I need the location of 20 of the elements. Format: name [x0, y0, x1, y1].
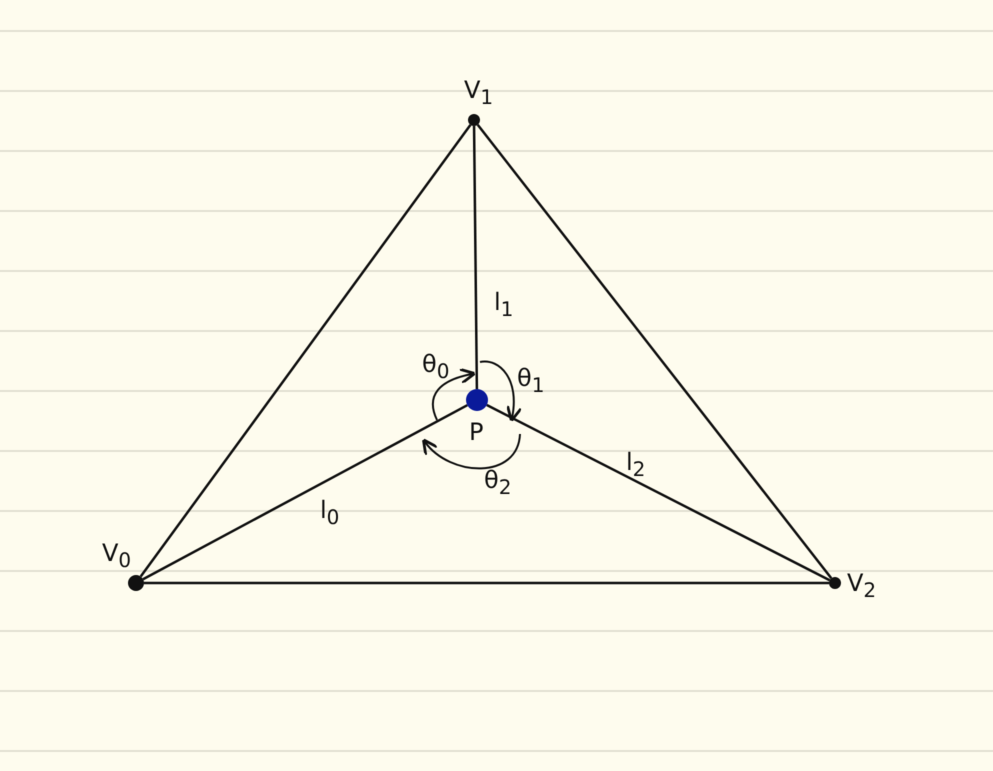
point-label: V$_{1}$ — [464, 78, 494, 107]
point-dot — [829, 577, 841, 589]
point-label: V$_{0}$ — [102, 541, 132, 570]
point-dot — [128, 575, 144, 591]
line-segment — [142, 404, 468, 580]
line-segment — [486, 404, 830, 582]
point-dot — [466, 389, 488, 411]
edge-label: l$_{0}$ — [320, 498, 340, 527]
point-dot — [468, 114, 480, 126]
angle-label: θ$_{2}$ — [484, 468, 512, 497]
point-label: V$_{2}$ — [847, 571, 876, 600]
point-label: P — [469, 420, 484, 444]
line-segment — [144, 582, 829, 584]
line-segment — [472, 126, 478, 390]
angle-label: θ$_{1}$ — [517, 366, 544, 395]
edge-label: l$_{2}$ — [626, 450, 646, 479]
edge-label: l$_{1}$ — [494, 290, 514, 319]
angle-label: θ$_{0}$ — [422, 352, 450, 381]
line-segment — [476, 124, 832, 580]
line-segment — [140, 124, 472, 578]
